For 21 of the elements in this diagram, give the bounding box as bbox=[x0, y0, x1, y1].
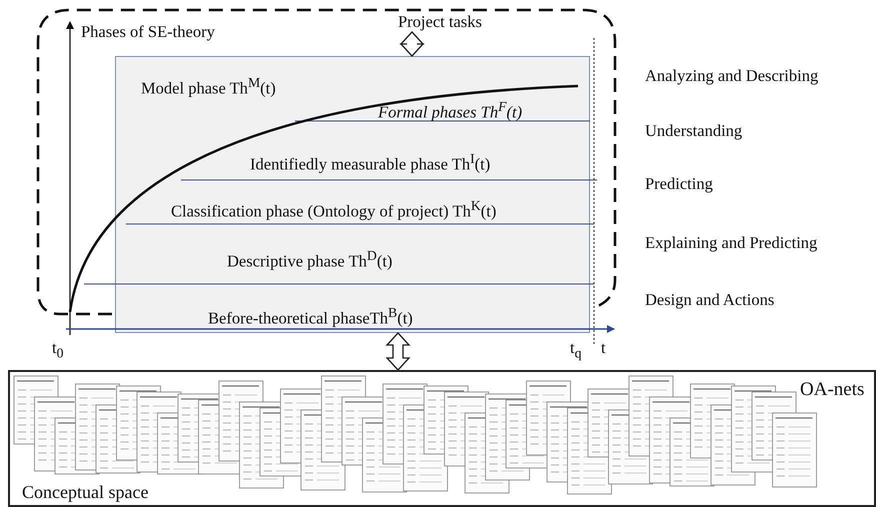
axis-label: t bbox=[601, 338, 606, 358]
phase-label: Model phase Th$^{M}$(t) bbox=[141, 73, 276, 98]
double-arrow bbox=[400, 31, 424, 57]
phase-label: Before-theoretical phaseTh$^{B}$(t) bbox=[208, 303, 413, 328]
activity-label: Design and Actions bbox=[645, 290, 774, 310]
phase-label: Descriptive phase Th$^{D}$(t) bbox=[227, 246, 392, 272]
phase-label: Identifiedly measurable phase Th$^{I}$(t) bbox=[250, 149, 490, 174]
phase-chart-area bbox=[115, 56, 590, 333]
axis-title: Phases of SE-theory bbox=[81, 22, 215, 42]
phase-label: Formal phases Th$^{F}$(t) bbox=[378, 97, 522, 122]
activity-label: Analyzing and Describing bbox=[645, 66, 818, 86]
task-label: Project tasks bbox=[398, 12, 482, 32]
panel-title: OA-nets bbox=[800, 380, 864, 400]
phase-label: Classification phase (Ontology of project) Th$^{K}$(t) bbox=[171, 196, 496, 222]
axis-tick-label: t$_{0}$ bbox=[52, 338, 64, 362]
double-arrow bbox=[386, 332, 410, 371]
activity-label: Predicting bbox=[645, 174, 713, 194]
activity-label: Understanding bbox=[645, 121, 742, 141]
panel-caption: Conceptual space bbox=[22, 482, 148, 502]
axis-tick-label: t$_{q}$ bbox=[570, 338, 582, 362]
activity-label: Explaining and Predicting bbox=[645, 233, 818, 253]
